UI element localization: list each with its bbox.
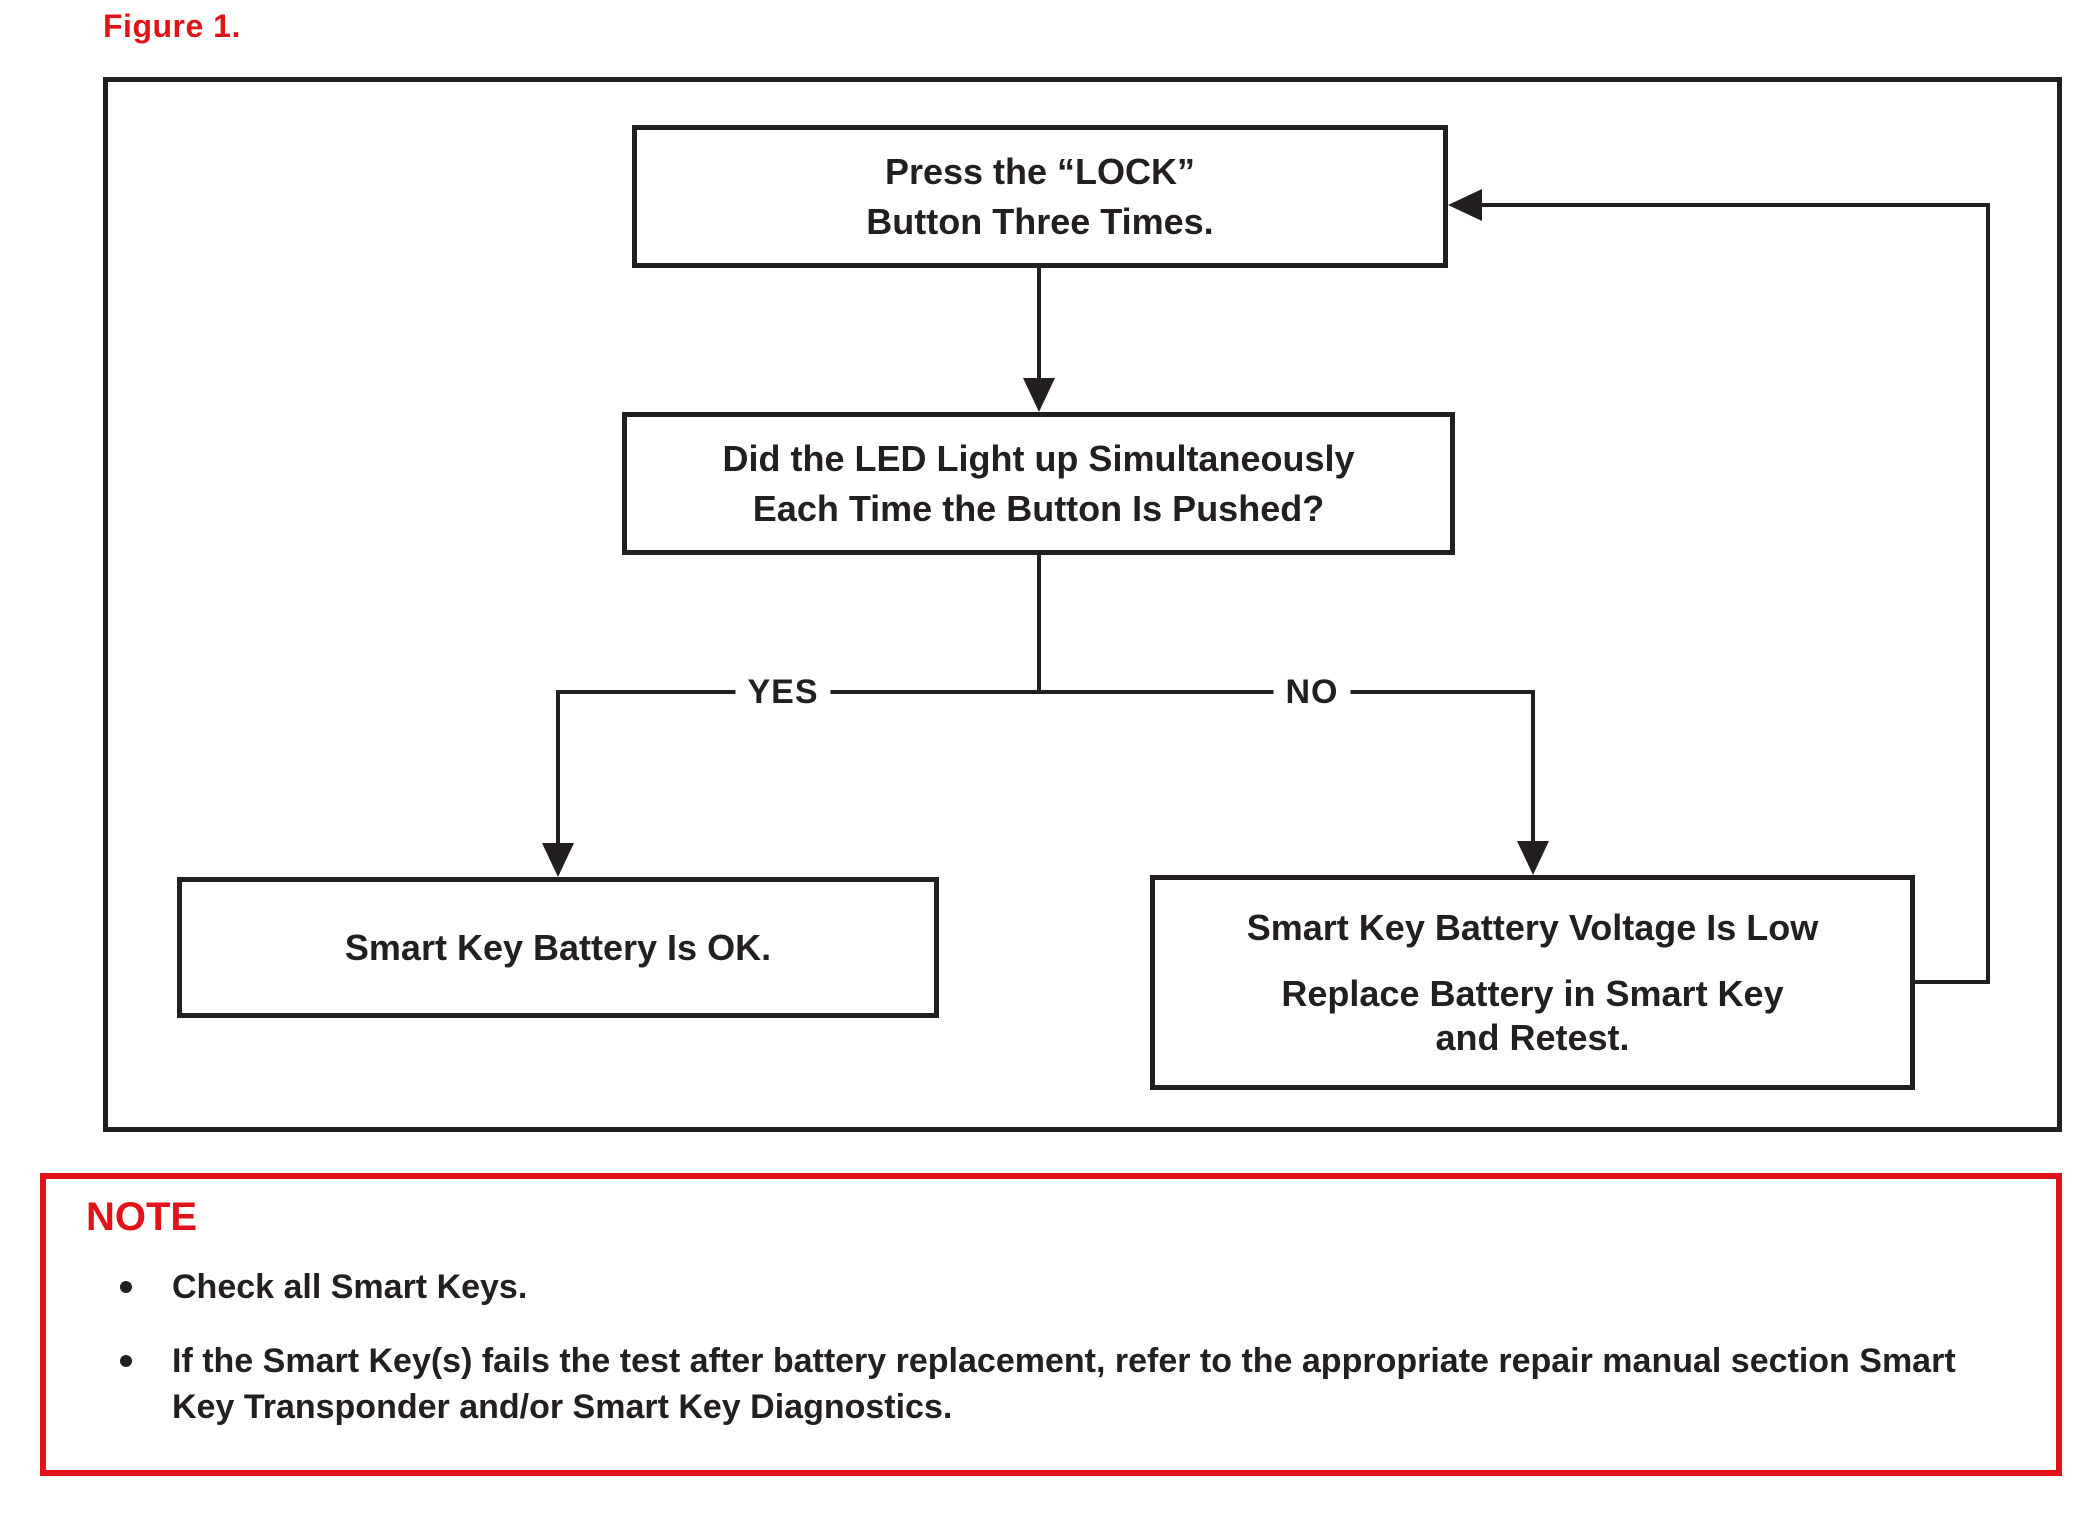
arrowhead-into-press-lock [1448, 189, 1482, 221]
flowchart-box-press-lock: Press the “LOCK” Button Three Times. [632, 125, 1448, 268]
note-item: Check all Smart Keys. [120, 1264, 2016, 1310]
battery-low-line2: Replace Battery in Smart Key [1281, 972, 1784, 1014]
led-question-line1: Did the LED Light up Simultaneously [722, 437, 1355, 479]
loop-top-line [1480, 203, 1990, 207]
note-box: NOTE Check all Smart Keys. If the Smart … [40, 1173, 2062, 1476]
loop-vertical-line [1986, 203, 1990, 984]
flowchart-box-battery-low: Smart Key Battery Voltage Is Low Replace… [1150, 875, 1915, 1090]
note-item-text: If the Smart Key(s) fails the test after… [172, 1342, 1956, 1426]
battery-low-line1: Smart Key Battery Voltage Is Low [1246, 906, 1819, 948]
arrowhead-into-battery-ok [542, 843, 574, 877]
bullet-icon [120, 1355, 132, 1367]
no-drop-line [1531, 690, 1535, 843]
branch-label-no: NO [1273, 669, 1351, 715]
battery-ok-text: Smart Key Battery Is OK. [344, 926, 772, 968]
note-item-text: Check all Smart Keys. [172, 1268, 528, 1306]
press-lock-line1: Press the “LOCK” [884, 150, 1196, 192]
connector-box1-to-box2 [1037, 266, 1041, 380]
battery-low-line3: and Retest. [1435, 1016, 1630, 1058]
flowchart-box-led-question: Did the LED Light up Simultaneously Each… [622, 412, 1455, 555]
figure-label: Figure 1. [103, 8, 241, 44]
arrowhead-into-battery-low [1517, 841, 1549, 875]
connector-box2-to-branch [1037, 553, 1041, 692]
loop-stub-line [1913, 980, 1990, 984]
press-lock-line2: Button Three Times. [866, 200, 1214, 242]
arrowhead-into-led-question [1023, 378, 1055, 412]
branch-horizontal-line [556, 690, 1535, 694]
led-question-line2: Each Time the Button Is Pushed? [752, 487, 1325, 529]
note-item: If the Smart Key(s) fails the test after… [120, 1338, 2016, 1430]
yes-drop-line [556, 690, 560, 845]
branch-label-yes: YES [735, 669, 831, 715]
note-list: Check all Smart Keys. If the Smart Key(s… [86, 1264, 2016, 1430]
note-title: NOTE [86, 1195, 198, 1239]
flowchart-box-battery-ok: Smart Key Battery Is OK. [177, 877, 939, 1018]
bullet-icon [120, 1281, 132, 1293]
